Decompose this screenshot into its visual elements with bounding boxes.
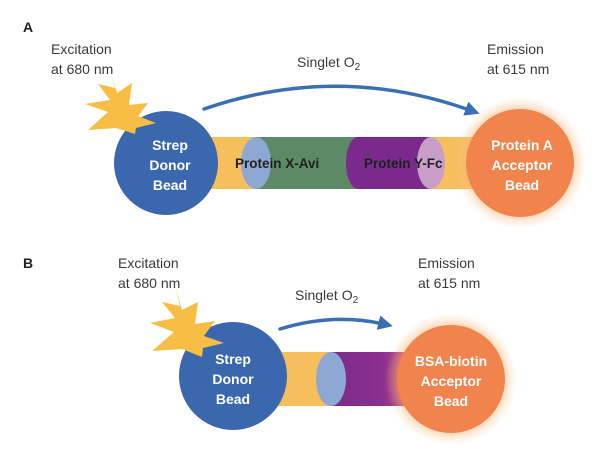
excitation-text-line2: at 680 nm	[51, 61, 113, 77]
excitation-burst-icon	[150, 286, 224, 357]
donor-bead-line3: Bead	[153, 177, 187, 193]
donor-bead-circle	[114, 111, 218, 215]
protein-y-fc-segment	[346, 137, 430, 189]
emission-text-line1: Emission	[487, 41, 544, 57]
protein-x-avi-label: Protein X-Avi	[235, 156, 319, 171]
panel-b-singlet-oxygen-arrow	[278, 315, 393, 331]
donor-bead-line3: Bead	[216, 391, 250, 407]
panel-b-emission-label: Emission at 615 nm	[418, 255, 480, 291]
fc-tag-cap	[417, 137, 445, 189]
acceptor-bead-circle	[397, 325, 505, 433]
acceptor-bead-line3: Bead	[434, 393, 468, 409]
donor-bead-line2: Donor	[212, 371, 254, 387]
panel-b-letter: B	[23, 255, 33, 271]
panel-a-singlet-oxygen-arrow	[202, 84, 480, 116]
donor-bead-line1: Strep	[215, 351, 251, 367]
acceptor-bead-line2: Acceptor	[421, 373, 482, 389]
panel-b-singlet-oxygen-label: Singlet O2	[295, 287, 359, 306]
donor-bead-line1: Strep	[152, 137, 188, 153]
panel-a-excitation-label: Excitation at 680 nm	[51, 41, 113, 77]
emission-text-line2: at 615 nm	[418, 275, 480, 291]
panel-a-acceptor-bead: Protein A Acceptor Bead	[454, 97, 586, 229]
panel-b: B Excitation at 680 nm Emission at 615 n…	[23, 255, 517, 445]
biotin-cap	[316, 352, 346, 406]
emission-text-line2: at 615 nm	[487, 61, 549, 77]
protein-y-fc-label: Protein Y-Fc	[364, 156, 443, 171]
panel-a-singlet-oxygen-label: Singlet O2	[297, 54, 361, 73]
excitation-burst-icon	[85, 70, 156, 134]
excitation-text-line2: at 680 nm	[118, 275, 180, 291]
acceptor-bead-line1: BSA-biotin	[415, 353, 487, 369]
panel-b-donor-bead: Strep Donor Bead	[150, 286, 287, 430]
acceptor-bead-line1: Protein A	[491, 137, 553, 153]
panel-a-emission-label: Emission at 615 nm	[487, 41, 549, 77]
acceptor-bead-circle	[466, 109, 574, 217]
panel-b-excitation-label: Excitation at 680 nm	[118, 255, 180, 291]
emission-text-line1: Emission	[418, 255, 475, 271]
acceptor-bead-line3: Bead	[505, 177, 539, 193]
panel-a: A Excitation at 680 nm Emission at 615 n…	[23, 19, 586, 229]
avi-tag-cap	[241, 137, 271, 189]
panel-a-linker: Protein X-Avi Protein Y-Fc	[198, 137, 488, 189]
excitation-text-line1: Excitation	[51, 41, 112, 57]
panel-b-acceptor-bead: BSA-biotin Acceptor Bead	[385, 313, 517, 445]
panel-a-donor-bead: Strep Donor Bead	[85, 70, 218, 215]
acceptor-bead-line2: Acceptor	[492, 157, 553, 173]
donor-bead-line2: Donor	[149, 157, 191, 173]
donor-bead-circle	[179, 322, 287, 430]
panel-a-letter: A	[23, 19, 33, 35]
excitation-text-line1: Excitation	[118, 255, 179, 271]
